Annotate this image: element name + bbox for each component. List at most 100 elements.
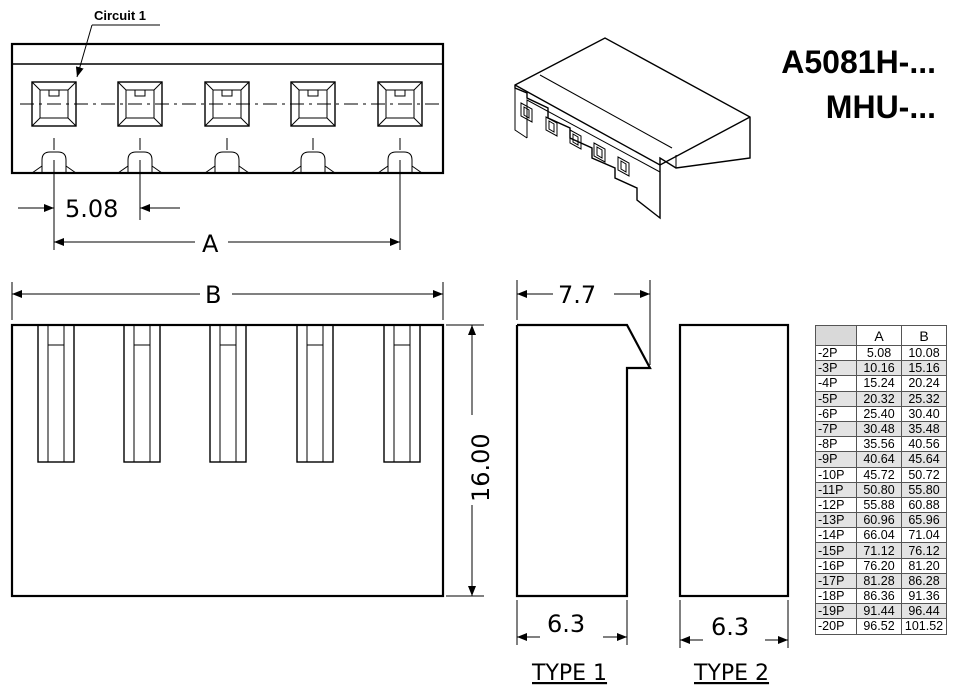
top-view-outline — [10, 42, 445, 175]
iso-hole-outer — [593, 142, 606, 163]
cavity-corner — [204, 81, 214, 91]
cavity-corner — [290, 81, 300, 91]
a-dimension: A — [54, 160, 401, 258]
front-view — [10, 323, 445, 598]
row-label: -2P — [815, 344, 857, 362]
row-value-b: 71.04 — [901, 527, 947, 544]
row-value-a: 15.24 — [856, 375, 902, 392]
iso-hole-inner — [596, 146, 603, 159]
type2-width-value: 6.3 — [711, 613, 749, 641]
cavity-corner — [153, 81, 163, 91]
type2-label: TYPE 2 — [693, 661, 769, 686]
row-value-a: 76.20 — [856, 557, 902, 574]
cavity-corner — [413, 81, 423, 91]
type1-outline — [515, 323, 652, 598]
iso-hole — [545, 116, 558, 137]
pitch-value: 5.08 — [65, 195, 118, 223]
depth-value: 7.7 — [558, 281, 596, 309]
row-value-a: 35.56 — [856, 436, 902, 453]
height-value: 16.00 — [467, 433, 495, 502]
row-label: -7P — [815, 420, 857, 438]
row-label: -5P — [815, 390, 857, 407]
terminal-slot — [296, 324, 334, 463]
keyway-chamfer — [117, 165, 129, 174]
row-value-a: 86.36 — [856, 587, 902, 605]
terminal-slot — [383, 324, 421, 463]
cavity-keyway — [300, 151, 326, 173]
row-label: -20P — [815, 618, 857, 635]
row-label: -3P — [815, 360, 857, 377]
row-label: -8P — [815, 436, 857, 453]
row-label: -16P — [815, 557, 857, 574]
iso-left-edge — [514, 88, 528, 139]
row-value-a: 30.48 — [856, 420, 902, 438]
row-label: -4P — [815, 375, 857, 392]
cavity — [204, 81, 250, 174]
row-value-b: 96.44 — [901, 603, 947, 620]
row-value-a: 10.16 — [856, 360, 902, 377]
cavity — [290, 81, 336, 174]
cavity-outer — [204, 81, 250, 127]
cavity — [117, 81, 163, 174]
iso-hole — [569, 129, 582, 150]
cavity-corner — [31, 81, 41, 91]
iso-hole-inner — [572, 133, 579, 146]
row-value-a: 50.80 — [856, 481, 902, 498]
header-b: B — [901, 325, 947, 346]
row-value-a: 60.96 — [856, 512, 902, 529]
slot-outline — [209, 324, 247, 463]
row-label: -12P — [815, 496, 857, 514]
cavity-outer — [117, 81, 163, 127]
cavity-corner — [67, 117, 77, 127]
cavity-latch — [134, 89, 146, 97]
row-value-b: 35.48 — [901, 420, 947, 438]
cavity-corner — [153, 117, 163, 127]
row-value-b: 65.96 — [901, 512, 947, 529]
cavity-latch — [307, 89, 319, 97]
b-dimension: B — [11, 281, 444, 320]
type2-side-view: 6.3 TYPE 2 — [678, 323, 790, 686]
row-value-b: 45.64 — [901, 451, 947, 468]
b-label: B — [205, 281, 221, 309]
row-label: -6P — [815, 405, 857, 422]
a-label: A — [202, 230, 219, 258]
row-label: -14P — [815, 527, 857, 544]
dimension-table-header: A B — [815, 325, 947, 346]
cavity-corner — [117, 117, 127, 127]
row-label: -17P — [815, 572, 857, 590]
row-value-b: 76.12 — [901, 542, 947, 559]
cavity-keyway — [214, 151, 240, 173]
row-value-b: 60.88 — [901, 496, 947, 514]
keyway-chamfer — [238, 165, 250, 174]
cavity-corner — [240, 81, 250, 91]
keyway-chamfer — [411, 165, 423, 174]
row-value-b: 50.72 — [901, 466, 947, 483]
iso-hole-inner — [523, 106, 530, 119]
cavity-outer — [290, 81, 336, 127]
cavity-corner — [326, 117, 336, 127]
keyway-chamfer — [324, 165, 336, 174]
header-blank — [815, 325, 857, 346]
cavity-corner — [377, 81, 387, 91]
terminal-slot — [209, 324, 247, 463]
cavity-keyway — [41, 151, 67, 173]
row-value-a: 5.08 — [856, 344, 902, 362]
height-dimension: 16.00 — [446, 324, 495, 597]
cavity-corner — [117, 81, 127, 91]
iso-hole-outer — [617, 156, 630, 177]
keyway-chamfer — [151, 165, 163, 174]
row-value-a: 25.40 — [856, 405, 902, 422]
